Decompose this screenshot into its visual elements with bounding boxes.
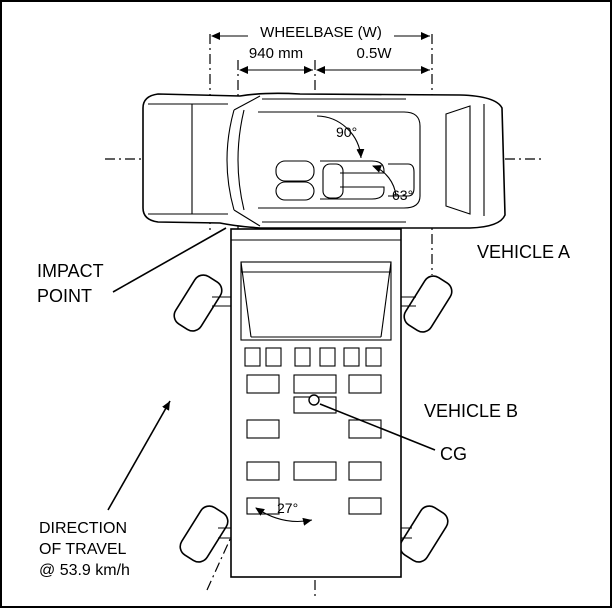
impact-leader [112, 227, 227, 293]
direction-arrow [107, 400, 171, 511]
wheel-front-right [403, 275, 453, 333]
impact-point-label-line2: POINT [37, 286, 92, 306]
vehicle-b [173, 228, 453, 578]
wheel-rear-right [399, 505, 449, 563]
vehicle-a [142, 92, 506, 229]
vehicle-b-label: VEHICLE B [424, 401, 518, 421]
angle-27-arc [255, 507, 313, 526]
cg-label: CG [440, 444, 467, 464]
dim-half-w-label: 0.5W [356, 45, 392, 62]
cg-leader [319, 403, 436, 451]
angle-90-label: 90° [336, 124, 357, 140]
angle-63-arc [372, 165, 397, 197]
angle-90-arc [316, 115, 365, 159]
vehicle-a-label: VEHICLE A [477, 242, 570, 262]
cg-marker [308, 394, 320, 406]
direction-label-line2: OF TRAVEL [39, 541, 127, 558]
impact-point-label-line1: IMPACT [37, 261, 104, 281]
angle-arcs [255, 115, 397, 526]
direction-label-line1: DIRECTION [39, 520, 127, 537]
dim-940-label: 940 mm [249, 45, 303, 62]
wheelbase-label: WHEELBASE (W) [260, 24, 382, 41]
angle-63-label: 63° [392, 187, 413, 203]
wheel-rear-left [179, 505, 229, 563]
angle-27-label: 27° [277, 500, 298, 516]
direction-label-line3: @ 53.9 km/h [39, 562, 130, 579]
wheel-front-left [173, 274, 223, 332]
